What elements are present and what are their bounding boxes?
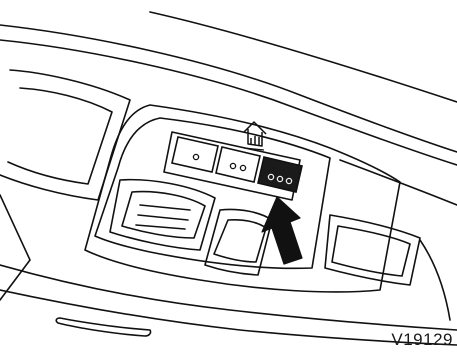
- left-compartment-inner: [122, 192, 205, 238]
- console-body: [85, 105, 400, 292]
- slot-outline: [56, 318, 150, 336]
- right-compartment-inner: [214, 220, 266, 262]
- button-1[interactable]: [172, 137, 218, 172]
- lens-hatch: [136, 205, 190, 229]
- button-2[interactable]: [216, 147, 260, 182]
- right-trim-2: [420, 240, 450, 320]
- button-3[interactable]: [258, 157, 302, 192]
- headliner-outline: [0, 25, 457, 152]
- figure-code-label: V19129: [391, 330, 453, 350]
- press-arrow-icon: [262, 197, 302, 264]
- roof-edge-line: [150, 12, 457, 102]
- lower-headliner-2: [0, 290, 457, 345]
- pillar-left: [0, 195, 30, 300]
- headliner-inner: [0, 40, 457, 165]
- right-trim: [340, 160, 457, 205]
- right-panel-inner: [332, 226, 410, 276]
- left-panel-inner: [8, 88, 112, 184]
